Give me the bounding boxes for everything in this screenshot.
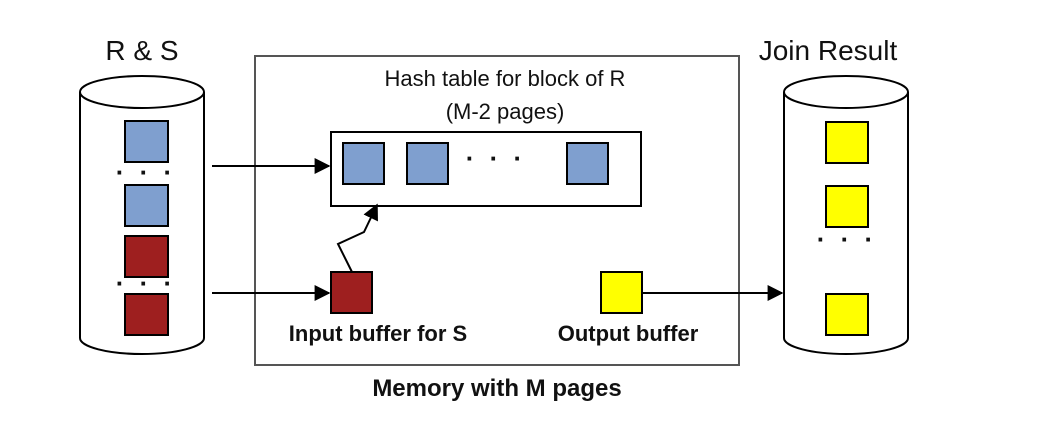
result-page-block	[825, 293, 869, 336]
hash-table-page	[342, 142, 385, 185]
hash-table-page	[566, 142, 609, 185]
memory-label: Memory with M pages	[372, 375, 621, 402]
hash-table-ellipsis: · · ·	[466, 143, 526, 173]
result-page-block	[825, 121, 869, 164]
output-buffer-page	[600, 271, 643, 314]
memory-box	[254, 55, 740, 366]
s-page-block	[124, 235, 169, 278]
rs-storage-title: R & S	[105, 35, 178, 66]
s-page-block	[124, 293, 169, 336]
hash-table-title-line1: Hash table for block of R	[385, 66, 626, 91]
hash-table-title-line2: (M-2 pages)	[446, 99, 565, 124]
input-buffer-page	[330, 271, 373, 314]
result-page-block	[825, 185, 869, 228]
input-buffer-label: Input buffer for S	[289, 321, 467, 346]
r-page-block	[124, 120, 169, 163]
join-result-title: Join Result	[759, 35, 898, 66]
result-pages-ellipsis: · · ·	[817, 224, 877, 254]
probe-zigzag-arrow	[336, 203, 378, 273]
r-page-block	[124, 184, 169, 227]
r-pages-ellipsis: · · ·	[116, 157, 176, 187]
output-buffer-label: Output buffer	[558, 321, 699, 346]
hash-table-page	[406, 142, 449, 185]
